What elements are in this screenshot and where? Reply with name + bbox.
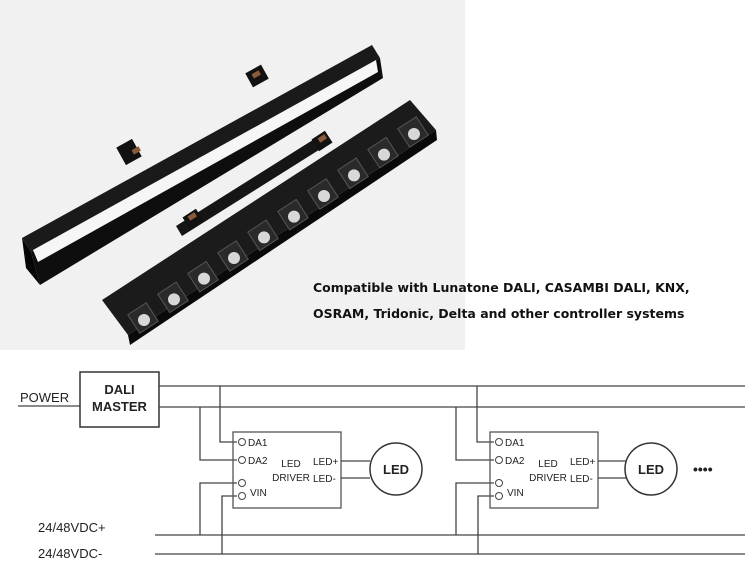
continuation-dots: •••• [693,461,713,477]
terminal-da1 [238,438,246,446]
spot-lens [348,169,360,182]
supply-minus-label: 24/48VDC- [38,546,102,561]
spot-lens [168,293,180,306]
wiring-diagram: POWER DALI MASTER 24/48VDC+ 24/48VDC- DA… [18,371,745,561]
driver-label-da2: DA2 [248,456,268,467]
driver-title-line-1: LED [281,459,300,470]
terminal-da1 [495,438,503,446]
driver-output-minus: LED- [570,474,593,485]
spot-lens [318,190,330,202]
spot-lens [228,252,240,264]
driver-output-plus: LED+ [570,457,595,468]
terminal-vin-plus [238,479,246,487]
spot-lens [288,210,300,223]
compatibility-text-line-1: Compatible with Lunatone DALI, CASAMBI D… [313,280,690,295]
driver-label-da1: DA1 [248,438,268,449]
led-load-label: LED [638,462,664,477]
spot-lens [408,128,420,140]
driver-label-da1: DA1 [505,438,525,449]
power-label: POWER [20,390,69,405]
product-illustration [22,45,437,345]
compatibility-text-line-2: OSRAM, Tridonic, Delta and other control… [313,306,685,321]
driver-label-vin: VIN [250,488,267,499]
linear-diffuser-light [22,45,383,285]
terminal-da2 [495,456,503,464]
driver-title-line-2: DRIVER [529,473,567,484]
spot-lens [378,148,390,161]
driver-label-da2: DA2 [505,456,525,467]
spot-lens [138,314,150,326]
terminal-vin-minus [495,492,503,500]
terminal-vin-minus [238,492,246,500]
supply-plus-label: 24/48VDC+ [38,520,106,535]
driver-label-vin: VIN [507,488,524,499]
spot-lens [198,272,210,285]
dali-master-label-line-1: DALI [104,382,134,397]
driver-output-plus: LED+ [313,457,338,468]
terminal-vin-plus [495,479,503,487]
driver-title-line-1: LED [538,459,557,470]
spot-lens [258,231,270,244]
driver-title-line-2: DRIVER [272,473,310,484]
led-load-label: LED [383,462,409,477]
grille-spot-light [102,100,437,345]
product-photo [0,0,465,350]
terminal-da2 [238,456,246,464]
driver-output-minus: LED- [313,474,336,485]
dali-master-label-line-2: MASTER [92,399,148,414]
